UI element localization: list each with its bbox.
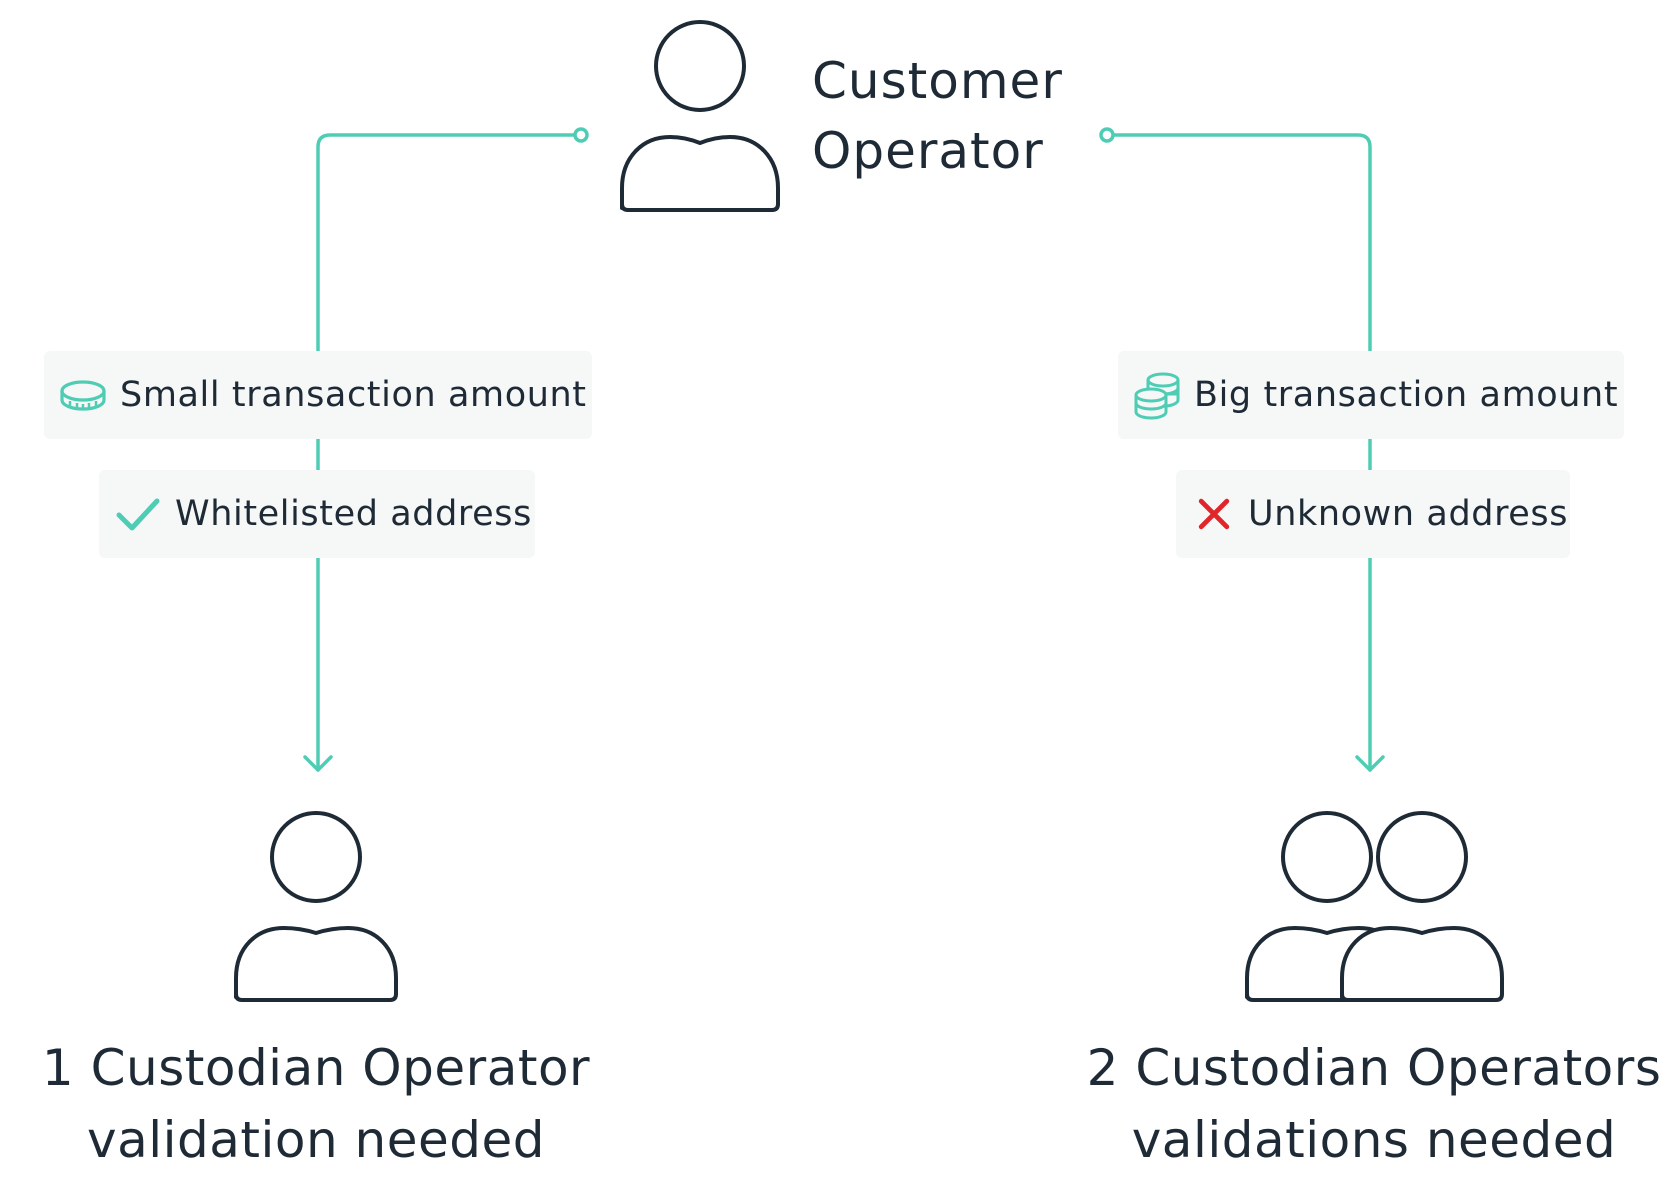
- two-custodians-result-line2: validations needed: [1131, 1111, 1617, 1169]
- whitelisted-address-condition: Whitelisted address: [99, 470, 535, 558]
- coin-stack-icon: [1134, 372, 1180, 420]
- small-amount-condition: Small transaction amount: [44, 351, 592, 439]
- left-connector-line: [316, 133, 577, 772]
- customer-operator-label: Customer Operator: [812, 46, 1063, 186]
- check-icon: [116, 498, 160, 531]
- two-custodians-result: 2 Custodian Operators validations needed: [1074, 1032, 1674, 1176]
- right-connector-line: [1111, 133, 1372, 772]
- unknown-address-label: Unknown address: [1248, 494, 1569, 534]
- two-custodians-result-line1: 2 Custodian Operators: [1086, 1039, 1662, 1097]
- two-custodians-users-icon: [1245, 811, 1504, 1002]
- left-connector-dot: [573, 127, 589, 143]
- one-custodian-result-line1: 1 Custodian Operator: [41, 1039, 591, 1097]
- customer-operator-label-line1: Customer: [812, 52, 1063, 110]
- one-custodian-result-line2: validation needed: [86, 1111, 545, 1169]
- cross-icon: [1198, 498, 1230, 530]
- small-amount-label: Small transaction amount: [120, 375, 587, 415]
- coin-icon: [60, 380, 106, 411]
- customer-operator-label-line2: Operator: [812, 122, 1044, 180]
- left-arrowhead: [303, 755, 333, 772]
- one-custodian-user-icon: [234, 811, 398, 1002]
- whitelisted-address-label: Whitelisted address: [175, 494, 532, 534]
- big-amount-condition: Big transaction amount: [1118, 351, 1624, 439]
- right-arrowhead: [1355, 755, 1385, 772]
- big-amount-label: Big transaction amount: [1194, 375, 1619, 415]
- customer-operator-user-icon: [620, 20, 780, 212]
- one-custodian-result: 1 Custodian Operator validation needed: [26, 1032, 606, 1176]
- unknown-address-condition: Unknown address: [1176, 470, 1570, 558]
- right-connector-dot: [1099, 127, 1115, 143]
